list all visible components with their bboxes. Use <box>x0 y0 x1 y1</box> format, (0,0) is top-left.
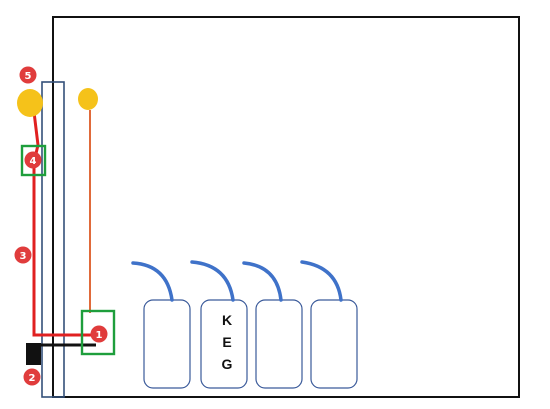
highlight-box-4 <box>20 144 47 177</box>
keg-letter-k: K <box>222 312 232 328</box>
highlight-box-1 <box>80 309 116 356</box>
hose-4 <box>300 260 343 302</box>
plug-block <box>26 343 41 365</box>
hose-3 <box>242 261 283 302</box>
marker-4: 4 <box>24 151 42 169</box>
keg-letter-e: E <box>222 334 231 350</box>
keg-1 <box>143 299 191 389</box>
conduit-column <box>41 81 65 398</box>
keg-3 <box>255 299 303 389</box>
svg-text:4: 4 <box>30 156 37 167</box>
hoses <box>131 260 343 302</box>
bulb-right <box>78 88 98 110</box>
marker-1: 1 <box>90 325 108 343</box>
svg-text:3: 3 <box>20 251 27 262</box>
marker-3: 3 <box>14 246 32 264</box>
hose-1 <box>131 261 174 302</box>
keg-letter-g: G <box>222 356 233 372</box>
keg-4 <box>310 299 358 389</box>
svg-text:2: 2 <box>29 373 36 384</box>
bulb-left <box>17 89 43 117</box>
marker-2: 2 <box>23 368 41 386</box>
svg-text:1: 1 <box>96 330 103 341</box>
room-outline <box>52 16 520 398</box>
kegs <box>143 299 358 389</box>
hose-2 <box>190 260 235 302</box>
marker-5: 5 <box>19 66 37 84</box>
keg-2 <box>200 299 248 389</box>
svg-text:5: 5 <box>25 71 32 82</box>
